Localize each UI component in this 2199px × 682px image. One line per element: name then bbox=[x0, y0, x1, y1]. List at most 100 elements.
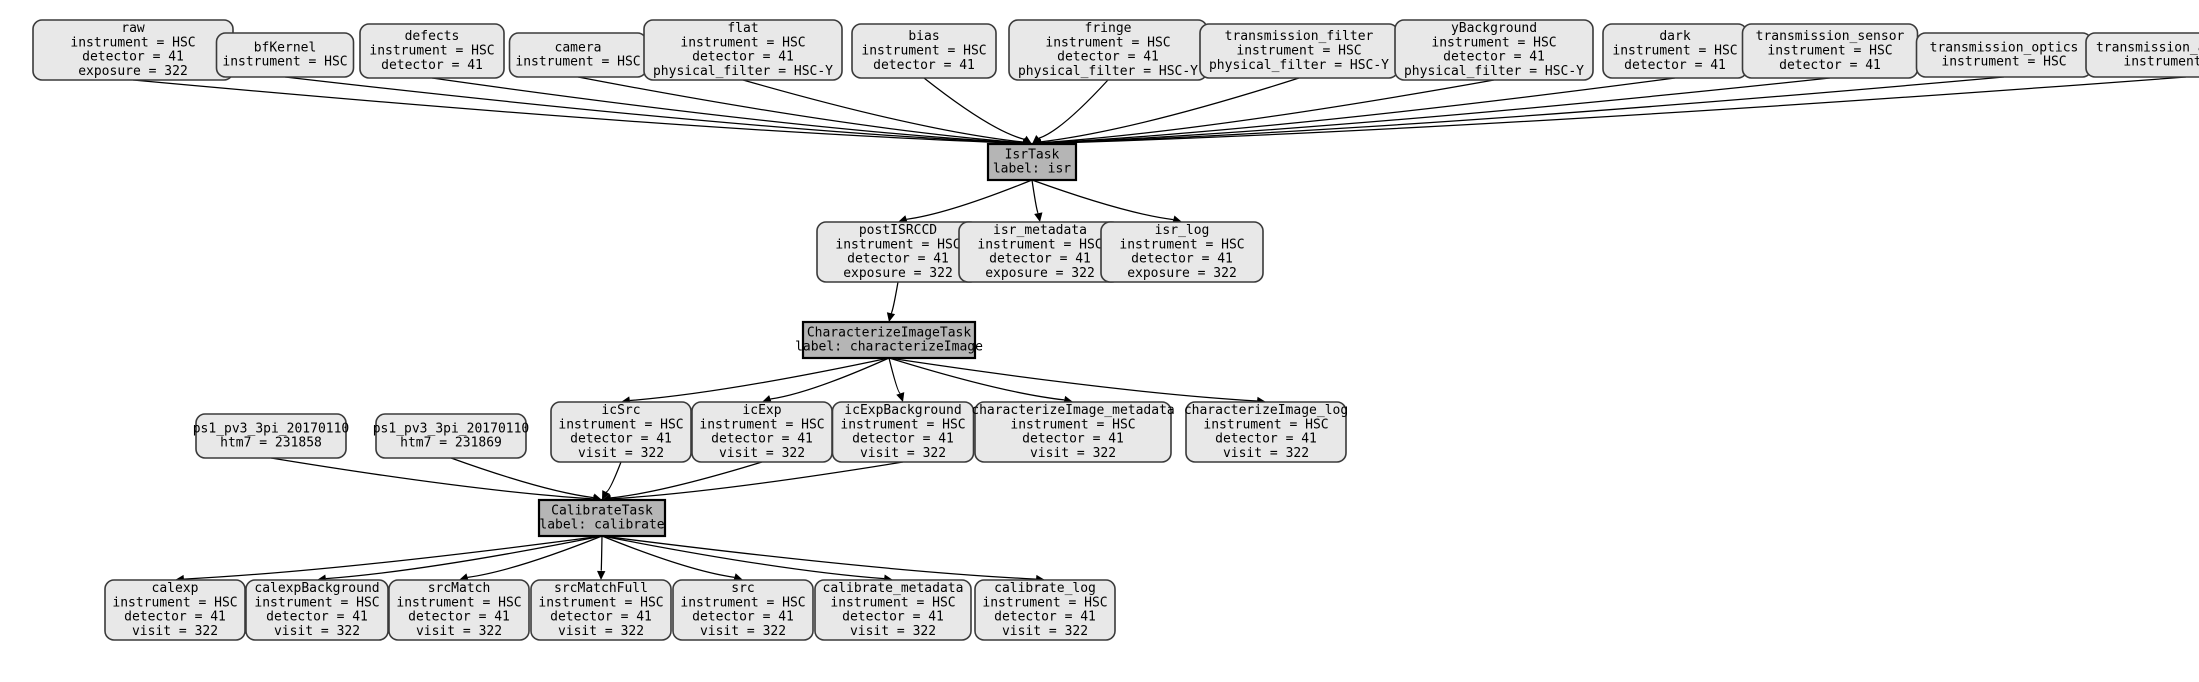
node-dimension-3: exposure = 322 bbox=[1127, 266, 1237, 281]
node-dimension-1: instrument = HSC bbox=[680, 35, 805, 50]
node-title: transmission_sensor bbox=[1756, 29, 1905, 44]
node-dimension-3: visit = 322 bbox=[132, 624, 218, 639]
node-shape bbox=[550, 401, 692, 463]
node-shape bbox=[195, 413, 347, 459]
node-dimension-1: instrument = HSC bbox=[515, 55, 640, 70]
edge-line bbox=[770, 357, 890, 400]
node-dimension-2: detector = 41 bbox=[408, 610, 510, 625]
node-dimension-2: detector = 41 bbox=[1022, 432, 1124, 447]
edge-line bbox=[600, 535, 603, 572]
edge-ps1_b-to-CalibrateTask bbox=[450, 457, 602, 502]
node-shape bbox=[245, 579, 389, 641]
node-title: CharacterizeImageTask bbox=[807, 325, 972, 340]
node-dimension-2: detector = 41 bbox=[847, 252, 949, 267]
arrowhead-icon bbox=[1022, 135, 1032, 144]
node-dimension-2: detector = 41 bbox=[1443, 50, 1545, 65]
node-shape bbox=[359, 23, 505, 79]
node-dimension-3: visit = 322 bbox=[850, 624, 936, 639]
node-dimension-2: detector = 41 bbox=[873, 58, 975, 73]
node-dimension-2: detector = 41 bbox=[692, 610, 794, 625]
node-title: fringe bbox=[1085, 21, 1132, 36]
node-dimension-2: detector = 41 bbox=[989, 252, 1091, 267]
node-shape bbox=[974, 579, 1116, 641]
node-dimension-2: physical_filter = HSC-Y bbox=[1209, 58, 1389, 73]
node-title: srcMatchFull bbox=[554, 581, 648, 596]
edge-line bbox=[1031, 179, 1039, 214]
node-title: CalibrateTask bbox=[551, 503, 653, 518]
edge-IsrTask-to-isr_log bbox=[1031, 179, 1182, 224]
node-dimension-3: visit = 322 bbox=[860, 446, 946, 461]
node-title: ps1_pv3_3pi_20170110 bbox=[373, 421, 530, 436]
edge-IsrTask-to-isr_metadata bbox=[1031, 179, 1043, 222]
edge-line bbox=[605, 461, 622, 493]
edge-icExp-to-CalibrateTask bbox=[602, 461, 763, 503]
arrowhead-icon bbox=[597, 570, 606, 580]
edge-CalibrateTask-to-calibrate_log bbox=[601, 535, 1045, 584]
node-title: transmission_filter bbox=[1225, 29, 1374, 44]
dataset-node-transmission_atmosphere[interactable]: transmission_atmosphereinstrument = HSC bbox=[2085, 32, 2199, 78]
edge-CharacterizeImageTask-to-icExpBackground bbox=[888, 357, 905, 402]
node-dimension-2: detector = 41 bbox=[852, 432, 954, 447]
arrowhead-icon bbox=[886, 312, 896, 322]
edge-line bbox=[132, 79, 1024, 144]
node-dimension-3: visit = 322 bbox=[700, 624, 786, 639]
node-dimension-3: visit = 322 bbox=[578, 446, 664, 461]
node-dimension-1: label: isr bbox=[993, 162, 1071, 177]
node-dimension-3: visit = 322 bbox=[1002, 624, 1088, 639]
node-dimension-2: detector = 41 bbox=[381, 58, 483, 73]
edge-bias-to-IsrTask bbox=[923, 77, 1032, 144]
edge-line bbox=[467, 535, 603, 578]
node-title: ps1_pv3_3pi_20170110 bbox=[193, 421, 350, 436]
node-dimension-2: detector = 41 bbox=[711, 432, 813, 447]
node-title: calibrate_metadata bbox=[823, 581, 964, 596]
node-dimension-1: instrument = HSC bbox=[1119, 237, 1244, 252]
node-title: bfKernel bbox=[254, 40, 317, 55]
node-dimension-3: exposure = 322 bbox=[78, 64, 188, 79]
node-title: calexpBackground bbox=[254, 581, 379, 596]
edge-transmission_atmosphere-to-IsrTask bbox=[1032, 76, 2187, 148]
node-title: src bbox=[731, 581, 754, 596]
edge-yBackground-to-IsrTask bbox=[1032, 79, 1495, 147]
node-dimension-2: detector = 41 bbox=[1624, 58, 1726, 73]
node-dimension-1: instrument = HSC bbox=[861, 44, 986, 59]
edge-line bbox=[1040, 77, 1831, 144]
arrowhead-icon bbox=[762, 395, 772, 404]
node-dimension-1: htm7 = 231858 bbox=[220, 436, 322, 451]
node-dimension-3: visit = 322 bbox=[558, 624, 644, 639]
node-title: postISRCCD bbox=[859, 223, 937, 238]
edge-line bbox=[742, 79, 1024, 143]
